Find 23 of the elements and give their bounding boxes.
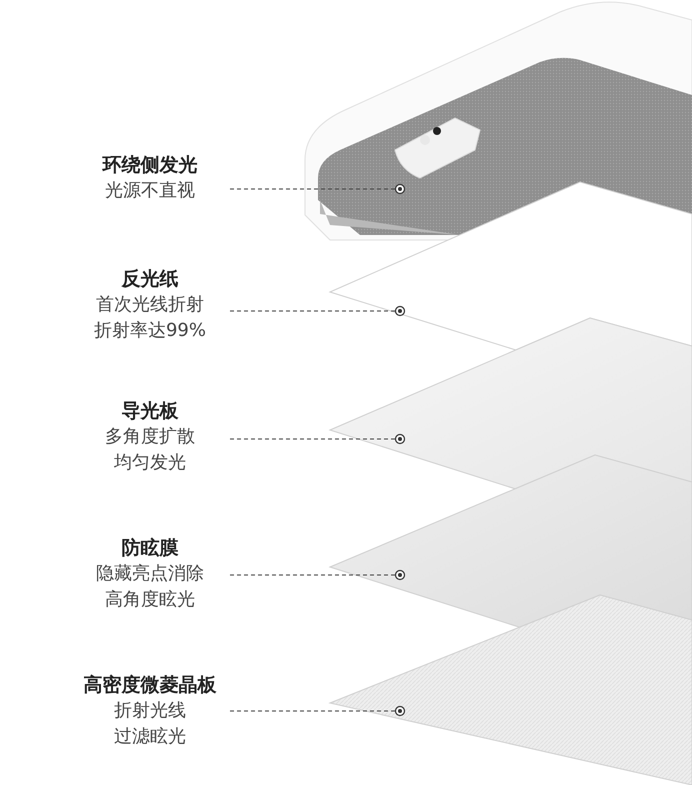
leader-line [230, 570, 406, 580]
feature-text: 过滤眩光 [113, 725, 187, 749]
part-title: 高密度微菱晶板 [82, 673, 218, 698]
reflective-sheet-drawing [328, 181, 692, 351]
leader-line [230, 306, 406, 316]
part-title: 导光板 [120, 399, 180, 424]
feature-text: 折射率达99% [92, 319, 207, 343]
light-guide-plate-drawing [328, 317, 692, 490]
film-sheet-drawing [328, 454, 692, 628]
feature-text: 光源不直视 [104, 179, 196, 203]
feature-text: 折射光线 [113, 699, 187, 723]
feature-text: 首次光线折射 [95, 293, 205, 317]
part-title: 防眩膜 [120, 536, 180, 561]
leader-line [230, 706, 406, 716]
feature-text: 隐藏亮点消除 [95, 562, 205, 586]
feature-text: 高角度眩光 [104, 588, 196, 612]
feature-text: 均匀发光 [113, 451, 187, 475]
crystal-plate-drawing [328, 594, 692, 785]
leader-line [230, 184, 406, 194]
part-title: 反光纸 [120, 267, 180, 292]
leader-line [230, 434, 406, 444]
part-title: 环绕侧发光 [101, 153, 198, 178]
feature-text: 多角度扩散 [104, 425, 196, 449]
